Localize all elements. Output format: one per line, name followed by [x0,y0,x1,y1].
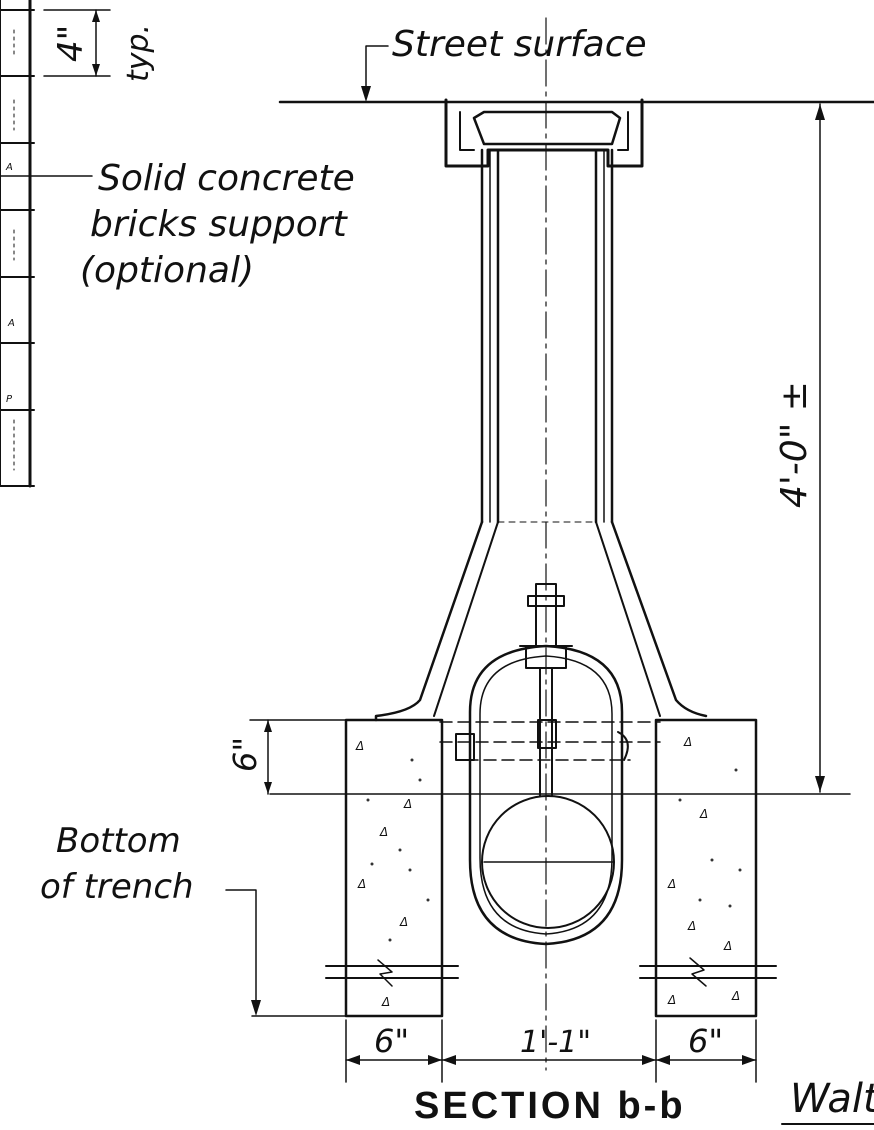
valve-box-frame [444,98,644,168]
svg-text:Δ: Δ [699,807,708,821]
right-footing-width-label: 6" [688,1022,723,1060]
svg-text:Δ: Δ [357,877,366,891]
svg-text:Δ: Δ [381,995,390,1009]
svg-text:Δ: Δ [683,735,692,749]
brick-height-dimension: 4" typ. [43,9,156,82]
center-width-label: 1'-1" [520,1025,591,1060]
svg-text:Δ: Δ [399,915,408,929]
svg-text:Δ: Δ [667,993,676,1007]
support-label-line1: Solid concrete [98,158,355,199]
svg-text:Δ: Δ [723,939,732,953]
support-label-line3: (optional) [80,250,254,291]
svg-text:Δ: Δ [667,877,676,891]
svg-text:Δ: Δ [379,825,388,839]
section-title: SECTION b-b [414,1085,686,1127]
valve-body [468,644,624,946]
left-footing: Δ Δ Δ Δ Δ Δ [325,718,459,1018]
support-label-line2: bricks support [90,204,349,245]
depth-dimension: 4'-0" ± [269,103,851,795]
svg-text:Δ: Δ [687,919,696,933]
left-footing-width-label: 6" [374,1022,409,1060]
footing-top-label: 6" [226,737,264,772]
street-surface-label: Street surface [392,24,647,65]
valve-collar [439,721,661,761]
bottom-of-trench-callout: Bottom of trench [40,821,347,1017]
svg-text:Δ: Δ [355,739,364,753]
svg-text:A: A [7,318,15,329]
valve-box-shaft [480,148,614,524]
street-surface: Street surface [278,24,874,104]
brick-support-column: A A P [0,0,35,488]
width-dimensions: 6" 1'-1" 6" [345,1019,757,1083]
depth-label: 4'-0" ± [774,381,815,508]
valve-stem [527,583,565,797]
right-footing: Δ Δ Δ Δ Δ Δ Δ [639,718,777,1018]
bottom-label-line2: of trench [40,867,194,907]
footing-top-dimension: 6" [226,719,347,795]
svg-text:A: A [5,162,13,173]
brick-height-typ-label: typ. [121,24,156,82]
signature-text: Walt [790,1076,874,1122]
valve-box-base [374,520,708,722]
bottom-label-line1: Bottom [56,821,181,861]
svg-text:P: P [6,394,13,405]
svg-text:Δ: Δ [403,797,412,811]
svg-text:Δ: Δ [731,989,740,1003]
brick-height-label: 4" [51,25,91,62]
signature: Walt [781,1076,874,1125]
